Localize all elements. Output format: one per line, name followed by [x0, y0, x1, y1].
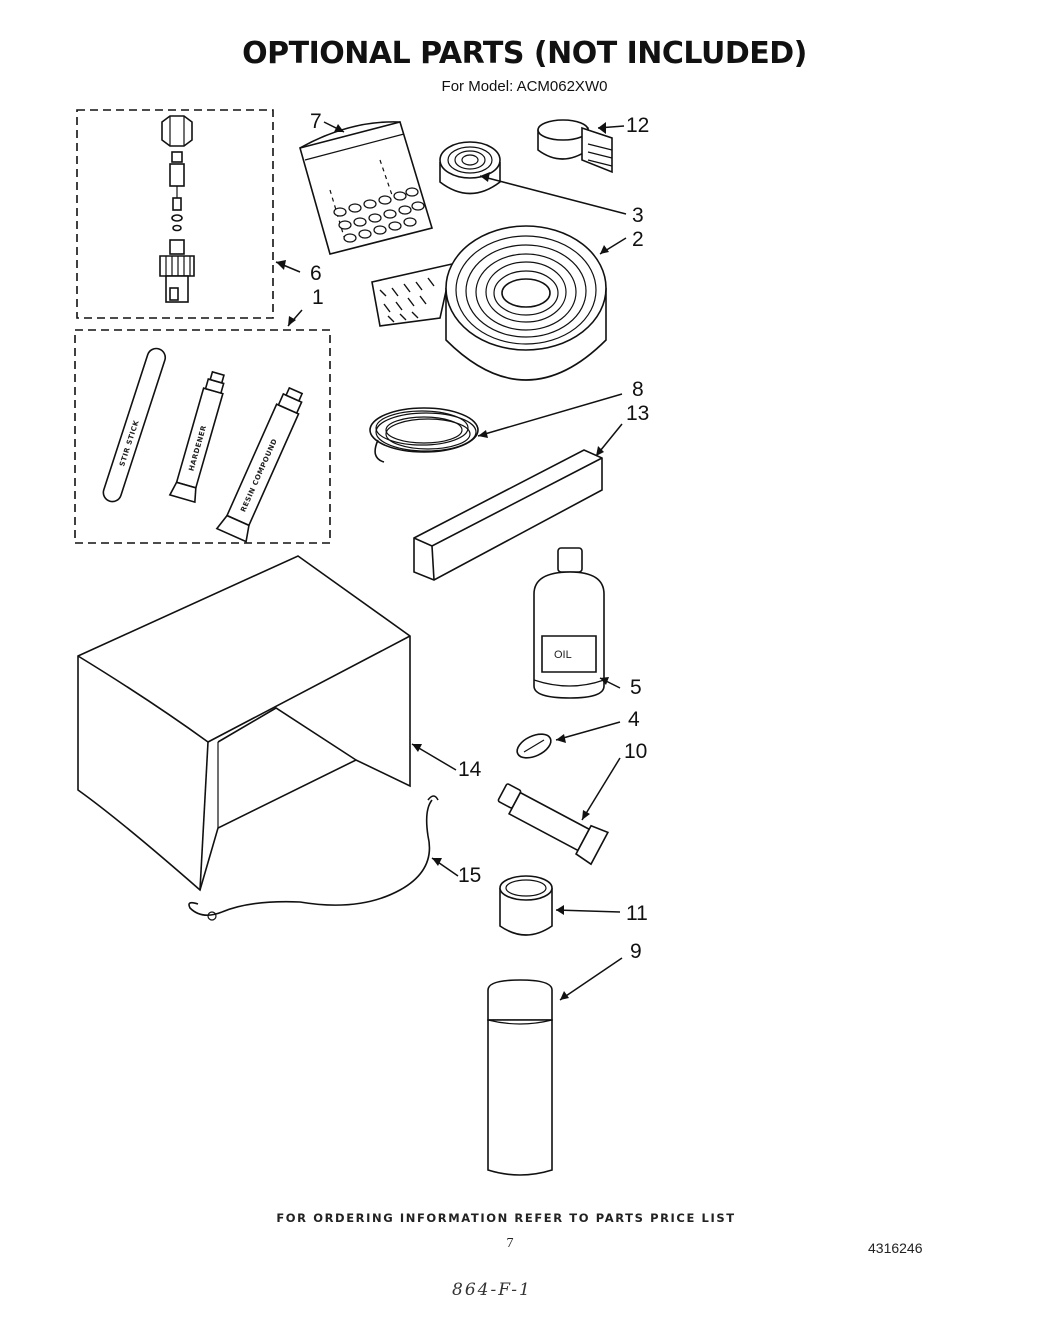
- part-4-capsule: [516, 733, 552, 759]
- handwritten-note: 864-F-1: [452, 1280, 532, 1300]
- callout-13: 13: [626, 402, 649, 425]
- part-12-strip-tape: [537, 119, 613, 174]
- arrow-heads: [276, 122, 609, 1000]
- callout-4: 4: [628, 708, 640, 731]
- part-5-oil-bottle: OIL: [533, 547, 605, 699]
- part-14-cover: [77, 555, 411, 892]
- callout-11: 11: [626, 902, 648, 925]
- leader-11: [555, 909, 621, 913]
- oil-label: OIL: [554, 649, 572, 661]
- part-9-spray-can: [487, 979, 553, 1176]
- leader-8: [477, 393, 623, 437]
- part-11-small-can: [499, 875, 553, 936]
- part-8-wire-coil: [369, 407, 479, 463]
- callout-numbers: 7 12 3 2 6 1 8 13 5 4 10 14 15 11 9: [310, 110, 649, 963]
- callout-1: 1: [312, 286, 324, 309]
- callout-15: 15: [458, 864, 481, 887]
- leader-9: [559, 957, 623, 1001]
- callout-7: 7: [310, 110, 322, 133]
- part-1-epoxy-kit: STIR STICK HARDENER RESIN COMPOUND: [74, 329, 331, 544]
- leader-4: [555, 721, 621, 741]
- callout-9: 9: [630, 940, 642, 963]
- leader-10: [581, 757, 621, 821]
- callout-10: 10: [624, 740, 647, 763]
- callout-3: 3: [632, 204, 644, 227]
- callout-12: 12: [626, 114, 649, 137]
- callout-2: 2: [632, 228, 644, 251]
- part-6-valve-kit: [76, 109, 274, 319]
- part-7-pellet-bag: [299, 121, 434, 255]
- callout-5: 5: [630, 676, 642, 699]
- page-title: OPTIONAL PARTS (NOT INCLUDED): [242, 36, 807, 71]
- ordering-note: FOR ORDERING INFORMATION REFER TO PARTS …: [276, 1211, 736, 1225]
- model-subtitle: For Model: ACM062XW0: [441, 78, 608, 95]
- part-15-hook-string: [188, 795, 439, 921]
- leader-3: [479, 175, 627, 215]
- callout-6: 6: [310, 262, 322, 285]
- callout-8: 8: [632, 378, 644, 401]
- part-2-foam-tape: [371, 225, 607, 381]
- callout-14: 14: [458, 758, 482, 781]
- part-10-sealant-tube: [497, 783, 610, 866]
- page-number: 7: [506, 1236, 514, 1251]
- document-number: 4316246: [868, 1240, 923, 1256]
- part-3-tape-roll: [439, 141, 501, 195]
- part-13-foam-block: [413, 449, 603, 581]
